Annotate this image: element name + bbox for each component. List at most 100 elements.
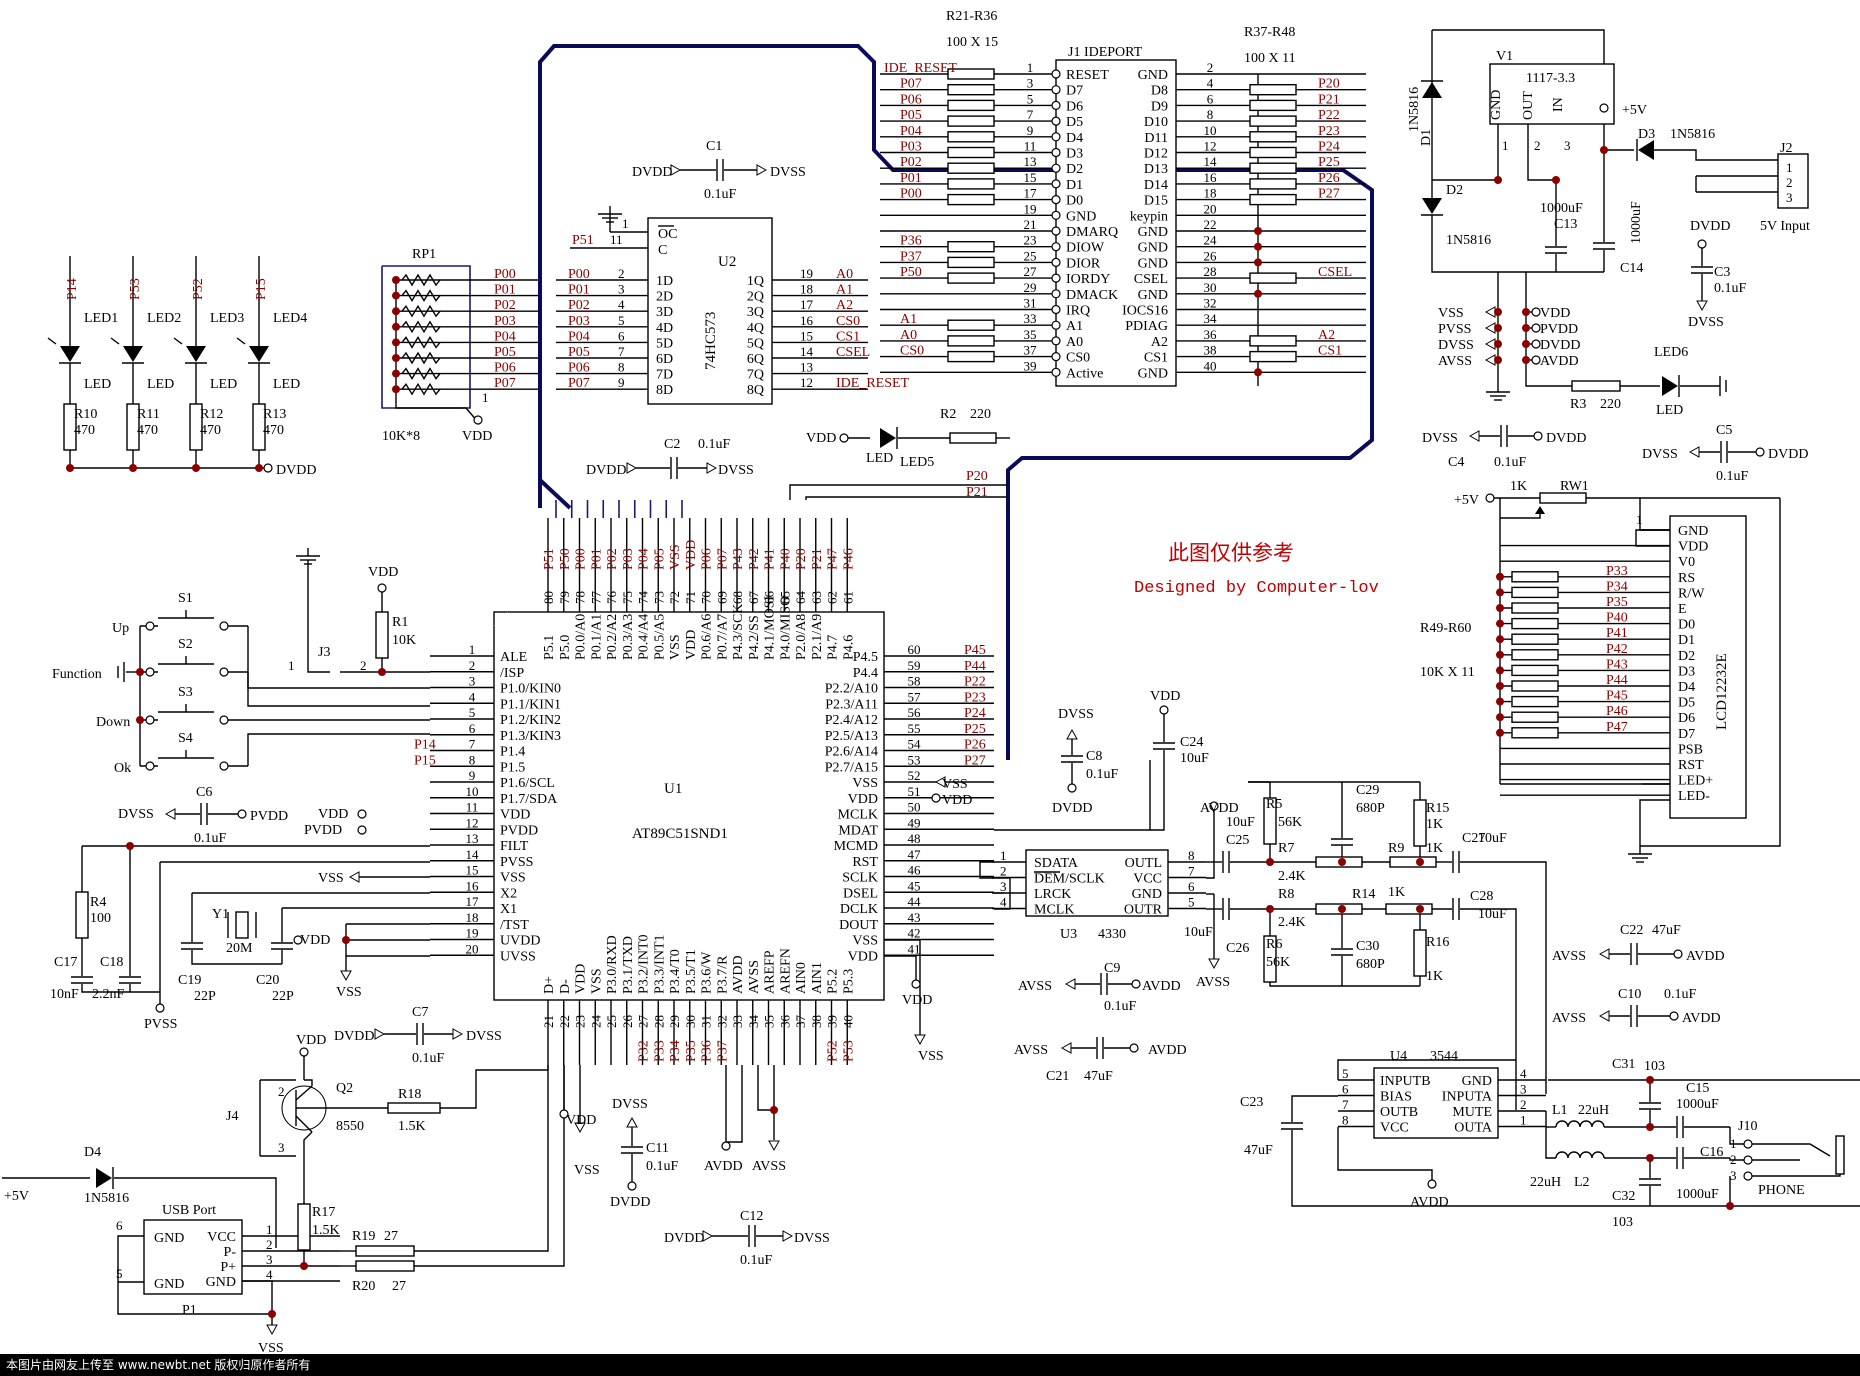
led-ray [110, 337, 120, 345]
j1-net: P20 [1318, 77, 1340, 92]
terminal-circle [1051, 226, 1061, 236]
u1-pin-name: P1.0/KIN0 [500, 682, 561, 697]
wires [2, 29, 1860, 1326]
series-resistor [947, 272, 995, 284]
u1-pin-name: AREFN [778, 948, 793, 994]
rp1-value: 10K*8 [382, 429, 420, 444]
u1-net: P20 [794, 548, 809, 570]
r9-ref: R9 [1388, 841, 1404, 856]
junction-dot [192, 464, 200, 472]
v1-pin-name: OUT [1521, 91, 1536, 120]
r14-value: 1K [1388, 885, 1405, 900]
wire [757, 1065, 775, 1111]
led-icon [60, 346, 80, 362]
junction-dot [1416, 905, 1424, 913]
u1-pin-name: P1.5 [500, 760, 525, 775]
rp1-net: P05 [494, 345, 516, 360]
lcd-net: P33 [1606, 564, 1628, 579]
u3-pin-num: 4 [1000, 895, 1007, 910]
c9-value: 0.1uF [1104, 999, 1137, 1014]
j1-pin-num: 19 [1024, 201, 1037, 216]
u4-pin-name: OUTB [1380, 1105, 1418, 1120]
led-r-ref: R13 [263, 407, 286, 422]
junction-dot [1266, 858, 1274, 866]
u1-pin-num: 44 [908, 894, 922, 909]
u2-pin-name: 3Q [747, 305, 764, 320]
r15 [1413, 799, 1427, 847]
led-r-ref: R10 [74, 407, 97, 422]
u1-pin-num: 22 [557, 1015, 572, 1028]
terminal-circle [1051, 242, 1061, 252]
lcd-pin-name: E [1678, 602, 1687, 617]
u1-pin-num: 64 [793, 591, 808, 605]
u1-net: P41 [763, 548, 778, 570]
r6-value: 56K [1266, 955, 1290, 970]
arrow-icon [1064, 978, 1076, 990]
d4-value: 1N5816 [84, 1191, 129, 1206]
u1-pin-num: 31 [699, 1015, 714, 1028]
u1-pin-num: 41 [908, 941, 921, 956]
j1-pin-num: 36 [1204, 327, 1218, 342]
u1-net: P21 [810, 548, 825, 570]
u1-pin-num: 48 [908, 831, 921, 846]
switch-ref: S1 [178, 591, 193, 606]
j1-net: P02 [900, 155, 922, 170]
v1-part: 1117-3.3 [1526, 71, 1575, 86]
u1-pin-num: 25 [604, 1015, 619, 1028]
c15-ref: C15 [1686, 1081, 1709, 1096]
wire [1337, 1059, 1516, 1080]
junction-dot [392, 276, 400, 284]
u1-pin-num: 43 [908, 910, 921, 925]
terminal-circle [1743, 1155, 1753, 1165]
u1-pin-num: 59 [908, 658, 921, 673]
terminal-circle [473, 415, 483, 425]
connector-j2 [1777, 153, 1809, 209]
terminal-circle [299, 1047, 309, 1057]
u1-pin-num: 27 [636, 1015, 651, 1029]
j1-net: P25 [1318, 155, 1340, 170]
c6-value: 0.1uF [194, 831, 227, 846]
wire [1337, 1127, 1433, 1180]
resistor-zigzag [401, 336, 441, 349]
led-label: LED [147, 377, 174, 392]
u1-net: P35 [684, 1040, 699, 1062]
u1-net: P34 [668, 1040, 683, 1062]
j1-pin-num: 30 [1204, 280, 1217, 295]
c4-ref: C4 [1448, 455, 1464, 470]
j1-net: P05 [900, 108, 922, 123]
u1-pin-num: 50 [908, 800, 921, 815]
rail-right: VDD [1540, 306, 1570, 321]
rail: DVSS [466, 1029, 502, 1044]
series-resistor [947, 335, 995, 347]
u1-pin-num: 33 [730, 1015, 745, 1028]
pullup-resistor [1511, 664, 1559, 677]
u2-net: A2 [836, 298, 853, 313]
switch-label: Function [52, 667, 102, 682]
u4-pin-num: 7 [1342, 1097, 1349, 1112]
u1-net: P24 [964, 706, 986, 721]
u1-pin-num: 36 [777, 1015, 792, 1029]
arrow-icon [340, 970, 352, 982]
j1-rn-right: R37-R48 [1244, 25, 1295, 40]
rail: VDD [566, 1113, 596, 1128]
led-label: LED [84, 377, 111, 392]
q2-pin: 2 [278, 1084, 285, 1099]
junction-dot [392, 338, 400, 347]
u1-net: P15 [414, 753, 436, 768]
rail: VDD [806, 431, 836, 446]
j2-pin: 1 [1786, 160, 1793, 175]
arrow-icon [768, 1140, 780, 1152]
j1-pin-name: IORDY [1066, 272, 1110, 287]
rail: PVDD [304, 823, 342, 838]
u2-net: P02 [568, 298, 590, 313]
switch-label: Down [96, 715, 130, 730]
terminal-circle [1051, 195, 1061, 205]
labels: U1AT89C51SND1ALE1/ISP2P1.0/KIN03P1.1/KIN… [4, 9, 1810, 1356]
led-resistor [63, 403, 77, 451]
rail: DVDD [632, 165, 672, 180]
u1-net: P02 [605, 548, 620, 570]
rail: AVDD [1200, 801, 1239, 816]
u1-pin-num: 58 [908, 674, 921, 689]
j1-pin-num: 31 [1024, 296, 1037, 311]
led-r-value: 470 [200, 423, 221, 438]
